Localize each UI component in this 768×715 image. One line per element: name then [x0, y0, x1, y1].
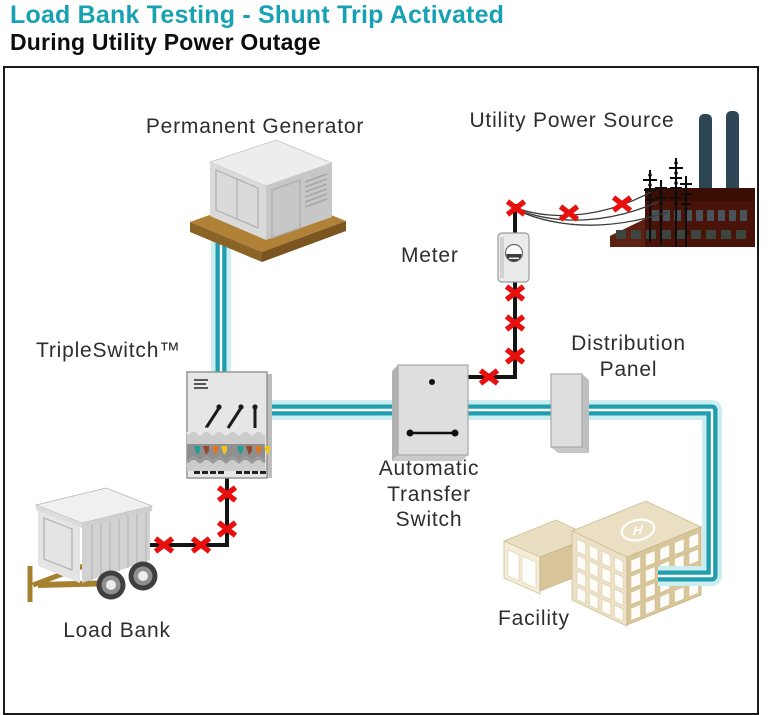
label-automatic-transfer-switch: Automatic Transfer Switch [378, 457, 480, 532]
label-load-bank: Load Bank [63, 619, 171, 642]
label-distribution-panel: Distribution Panel [571, 332, 686, 381]
label-utility-power-source: Utility Power Source [469, 109, 675, 132]
label-facility: Facility [498, 607, 570, 630]
page-title: Load Bank Testing - Shunt Trip Activated [10, 1, 505, 29]
label-triple-switch: TripleSwitch™ [36, 339, 181, 362]
page-subtitle: During Utility Power Outage [10, 29, 321, 55]
label-permanent-generator: Permanent Generator [145, 115, 365, 138]
label-meter: Meter [401, 244, 459, 267]
